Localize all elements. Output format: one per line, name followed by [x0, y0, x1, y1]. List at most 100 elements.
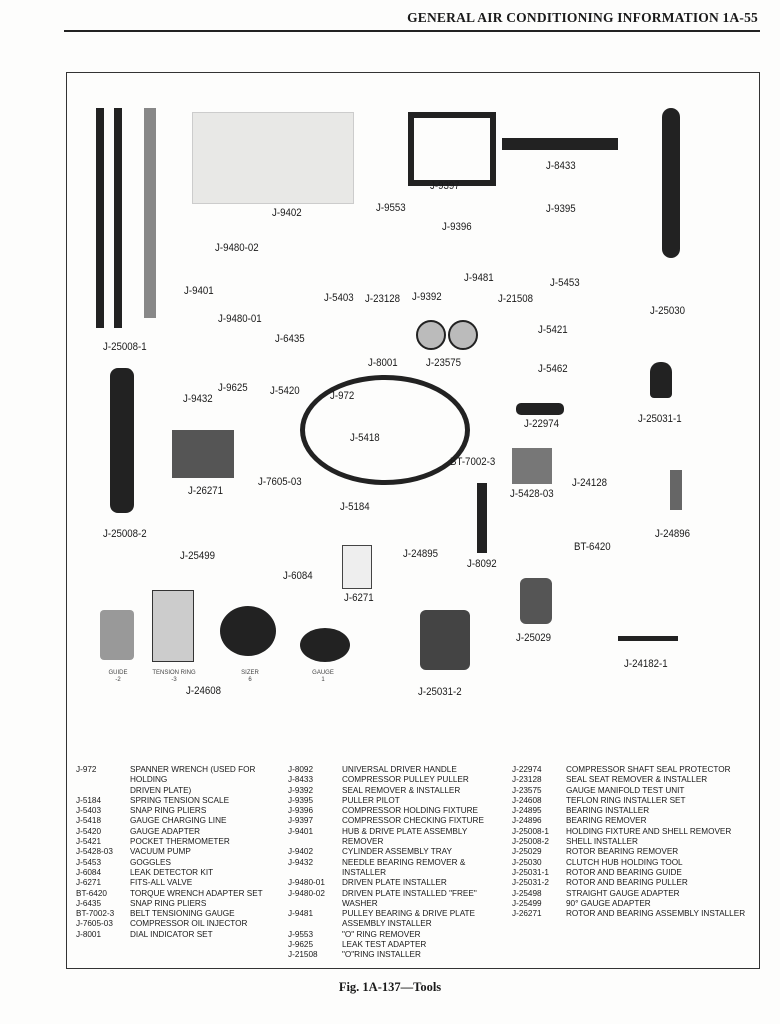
- tool-number: J-9395: [288, 795, 314, 805]
- tool-description: ROTOR AND BEARING GUIDE: [566, 867, 682, 877]
- figure-label: J-26271: [188, 485, 223, 497]
- legend-row: J-972 SPANNER WRENCH (USED FOR HOLDING DR…: [76, 765, 286, 796]
- tool-description: CYLINDER ASSEMBLY TRAY: [342, 847, 452, 857]
- tool-number: J-21508: [288, 950, 318, 960]
- tool-number: J-25031-2: [512, 878, 549, 888]
- small-caption: GUIDE -2: [108, 670, 128, 683]
- charging-hose: [300, 375, 470, 485]
- figure-label: J-5420: [270, 385, 300, 397]
- clutch-hub-tool: [662, 108, 680, 258]
- tool-description: TORQUE WRENCH ADAPTER SET: [130, 888, 263, 898]
- tool-number: J-6271: [76, 878, 102, 888]
- legend-row: J-26271 ROTOR AND BEARING ASSEMBLY INSTAL…: [512, 909, 752, 919]
- tool-number: J-5184: [76, 795, 102, 805]
- tool-description: FITS-ALL VALVE: [130, 878, 193, 888]
- sizer: [220, 606, 276, 656]
- tool-rod: [114, 108, 122, 328]
- bearing-remover: [670, 470, 682, 510]
- seal-protector: [516, 403, 564, 415]
- tool-number: J-25008-2: [512, 837, 549, 847]
- tool-description: SNAP RING PLIERS: [130, 806, 207, 816]
- checking-fixture: [408, 112, 496, 186]
- tool-description: SEAL REMOVER & INSTALLER: [342, 785, 461, 795]
- tool-description: GAUGE CHARGING LINE: [130, 816, 227, 826]
- figure-label: J-8001: [368, 357, 398, 369]
- figure-label: J-24895: [403, 548, 438, 560]
- guide: [100, 610, 134, 660]
- tool-description: UNIVERSAL DRIVER HANDLE: [342, 765, 457, 774]
- figure-label: J-25031-1: [638, 413, 682, 425]
- figure-label: J-24608: [186, 685, 221, 697]
- tool-description: COMPRESSOR CHECKING FIXTURE: [342, 816, 484, 826]
- tool-description: "O"RING INSTALLER: [342, 950, 421, 960]
- figure-label: J-24896: [655, 528, 690, 540]
- figure-label: J-8433: [546, 160, 576, 172]
- tool-description: TEFLON RING INSTALLER SET: [566, 795, 686, 805]
- figure-label: J-24182-1: [624, 658, 668, 670]
- tool-description: DRIVEN PLATE INSTALLER: [342, 878, 447, 888]
- tool-number: J-9625: [288, 940, 314, 950]
- tool-description: PULLEY BEARING & DRIVE PLATE ASSEMBLY IN…: [342, 909, 476, 929]
- tool-number: J-25030: [512, 857, 542, 867]
- tool-number: J-9397: [288, 816, 314, 826]
- gauge-dial: [448, 320, 478, 350]
- figure-label: J-5453: [550, 277, 580, 289]
- legend-row: J-6271 FITS-ALL VALVE: [76, 878, 286, 888]
- tool-number: J-6435: [76, 898, 102, 908]
- figure-label: J-7605-03: [258, 476, 302, 488]
- tool-description: ROTOR AND BEARING ASSEMBLY INSTALLER: [566, 909, 746, 919]
- tool-description: SPANNER WRENCH (USED FOR HOLDING DRIVEN …: [130, 765, 256, 795]
- tool-number: J-972: [76, 765, 97, 774]
- figure-label: J-25031-2: [418, 686, 462, 698]
- rotor-guide: [650, 362, 672, 398]
- legend-row: J-9397 COMPRESSOR CHECKING FIXTURE: [288, 816, 510, 826]
- cylinder-tray: [192, 112, 354, 204]
- tension-ring: [152, 590, 194, 662]
- tool-number: J-26271: [512, 909, 542, 919]
- figure-label: J-6084: [283, 570, 313, 582]
- figure-label: J-23128: [365, 293, 400, 305]
- legend-row: J-25030 CLUTCH HUB HOLDING TOOL: [512, 858, 752, 868]
- tool-description: SPRING TENSION SCALE: [130, 795, 230, 805]
- tool-description: SNAP RING PLIERS: [130, 898, 207, 908]
- legend-row: J-9401 HUB & DRIVE PLATE ASSEMBLY REMOVER: [288, 827, 510, 848]
- figure-label: J-24128: [572, 477, 607, 489]
- tool-description: POCKET THERMOMETER: [130, 837, 230, 847]
- tool-description: LEAK DETECTOR KIT: [130, 867, 214, 877]
- tool-number: J-25498: [512, 888, 542, 898]
- tool-description: GAUGE ADAPTER: [130, 826, 201, 836]
- tool-number: J-22974: [512, 765, 542, 774]
- figure-label: J-22974: [524, 418, 559, 430]
- figure-label: J-5462: [538, 363, 568, 375]
- figure-label: J-8092: [467, 558, 497, 570]
- tool-description: CLUTCH HUB HOLDING TOOL: [566, 857, 683, 867]
- tool-number: BT-6420: [76, 888, 107, 898]
- tool-description: BELT TENSIONING GAUGE: [130, 909, 235, 919]
- tool-description: DIAL INDICATOR SET: [130, 929, 213, 939]
- tool-number: J-25029: [512, 847, 542, 857]
- legend-row: J-5420 GAUGE ADAPTER: [76, 827, 286, 837]
- figure-label: J-5418: [350, 432, 380, 444]
- tool-number: J-23128: [512, 775, 542, 785]
- tool-description: HUB & DRIVE PLATE ASSEMBLY REMOVER: [342, 826, 468, 847]
- tool-number: J-9401: [288, 826, 314, 836]
- tool-number: J-5420: [76, 826, 102, 836]
- legend-row: J-6435 SNAP RING PLIERS: [76, 899, 286, 909]
- small-caption: SIZER 6: [241, 670, 259, 683]
- figure-label: J-9625: [218, 382, 248, 394]
